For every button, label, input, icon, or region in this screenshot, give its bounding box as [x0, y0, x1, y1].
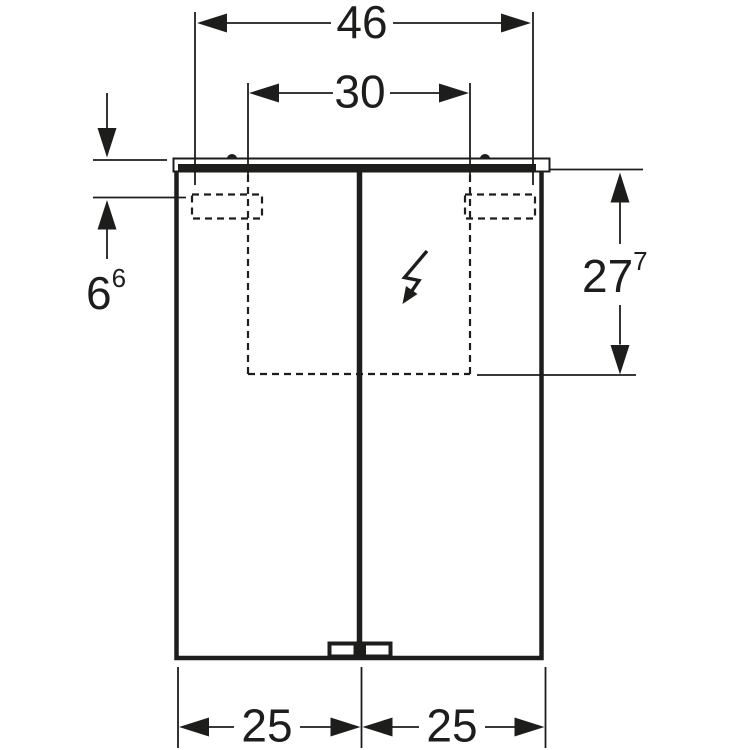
arrowhead-down-icon [610, 345, 630, 375]
dim-top-offset-superscript: 6 [112, 263, 126, 293]
lightning-bolt-icon [401, 249, 429, 293]
arrowhead-left-icon [179, 717, 209, 737]
arrowhead-left-icon [197, 13, 227, 33]
handle-block-left [327, 641, 358, 659]
profile-clip-left-icon [227, 154, 237, 159]
electrical-connection-symbol [401, 249, 429, 304]
light-profile-bar [178, 164, 536, 172]
arrowhead-down-icon [97, 128, 117, 158]
lightning-bolt-arrowhead-icon [402, 286, 418, 304]
bottom-handle-blocks [327, 641, 393, 659]
arrowhead-right-icon [330, 717, 361, 737]
dim-left-door: 25 [179, 700, 361, 750]
dim-top-offset-label: 66 [86, 263, 126, 319]
dim-bottom-doors: 25 25 [177, 667, 547, 750]
handle-block-right [362, 641, 393, 659]
dim-overall-width-label: 46 [336, 0, 387, 48]
arrowhead-up-icon [610, 172, 630, 203]
dim-right-door: 25 [362, 700, 545, 750]
dim-recess-height-superscript: 7 [633, 246, 647, 276]
profile-clip-right-icon [480, 154, 490, 159]
dim-recess-width: 30 [247, 66, 471, 176]
arrowhead-right-icon [514, 717, 545, 737]
dim-recess-height-label: 277 [582, 246, 648, 302]
dim-recess-height-main: 27 [582, 250, 633, 302]
dim-recess-height: 277 [477, 168, 648, 376]
arrowhead-left-icon [249, 83, 279, 103]
top-light-profile [172, 154, 551, 173]
dim-top-offset-main: 6 [86, 267, 112, 319]
arrowhead-up-icon [97, 200, 117, 230]
dim-top-offset: 66 [86, 93, 186, 319]
arrowhead-left-icon [362, 717, 393, 737]
dim-recess-width-label: 30 [334, 66, 385, 118]
arrowhead-right-icon [439, 83, 469, 103]
dim-right-door-label: 25 [426, 700, 477, 750]
arrowhead-right-icon [501, 13, 531, 33]
dim-left-door-label: 25 [241, 700, 292, 750]
dim-overall-width: 46 [194, 0, 534, 185]
